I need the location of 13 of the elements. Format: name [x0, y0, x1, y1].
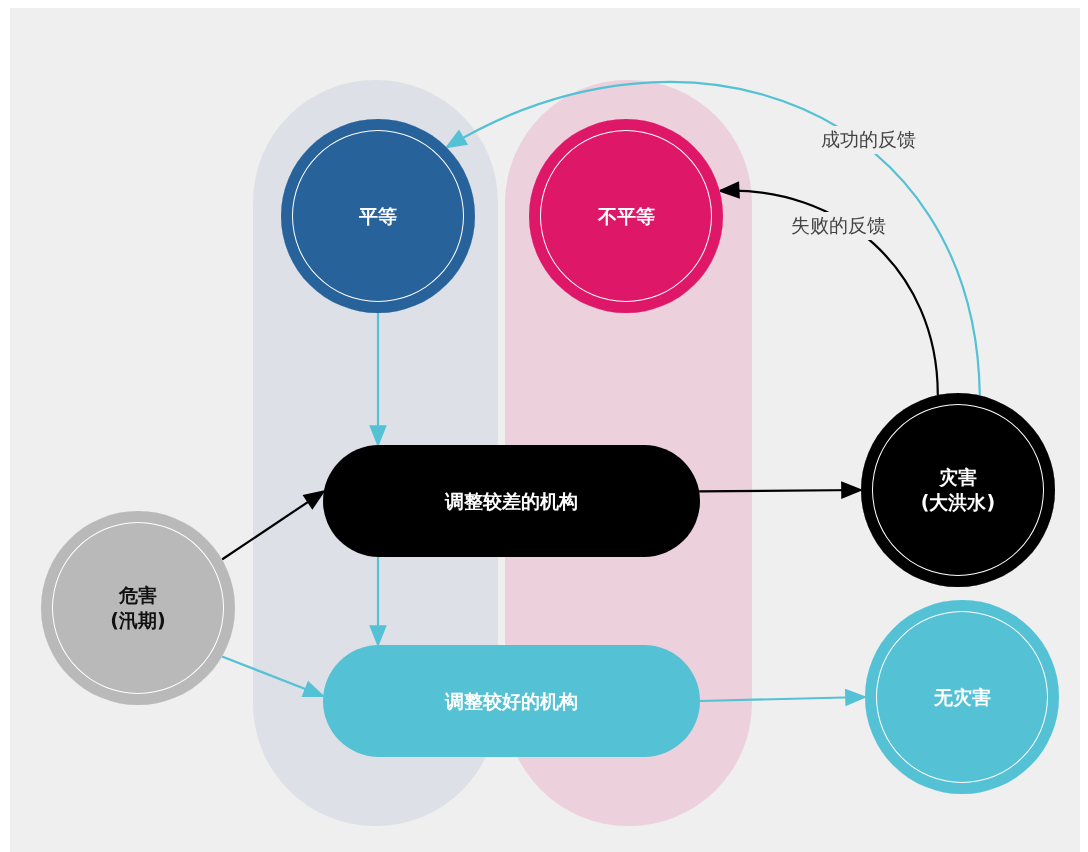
- node-label: 危害: [119, 583, 157, 608]
- node-label: 无灾害: [933, 684, 991, 710]
- arrow: [221, 490, 326, 561]
- node-label: 调整较差的机构: [445, 488, 578, 514]
- arrow: [444, 81, 981, 396]
- node-label: 调整较好的机构: [445, 688, 578, 714]
- node-label: 平等: [359, 203, 397, 229]
- node-label: 不平等: [597, 203, 655, 229]
- arrow: [369, 557, 387, 648]
- node-label: (汛期): [110, 608, 166, 633]
- node-label: (大洪水): [920, 490, 996, 515]
- arrow: [369, 313, 387, 448]
- node-label: 灾害: [939, 465, 977, 490]
